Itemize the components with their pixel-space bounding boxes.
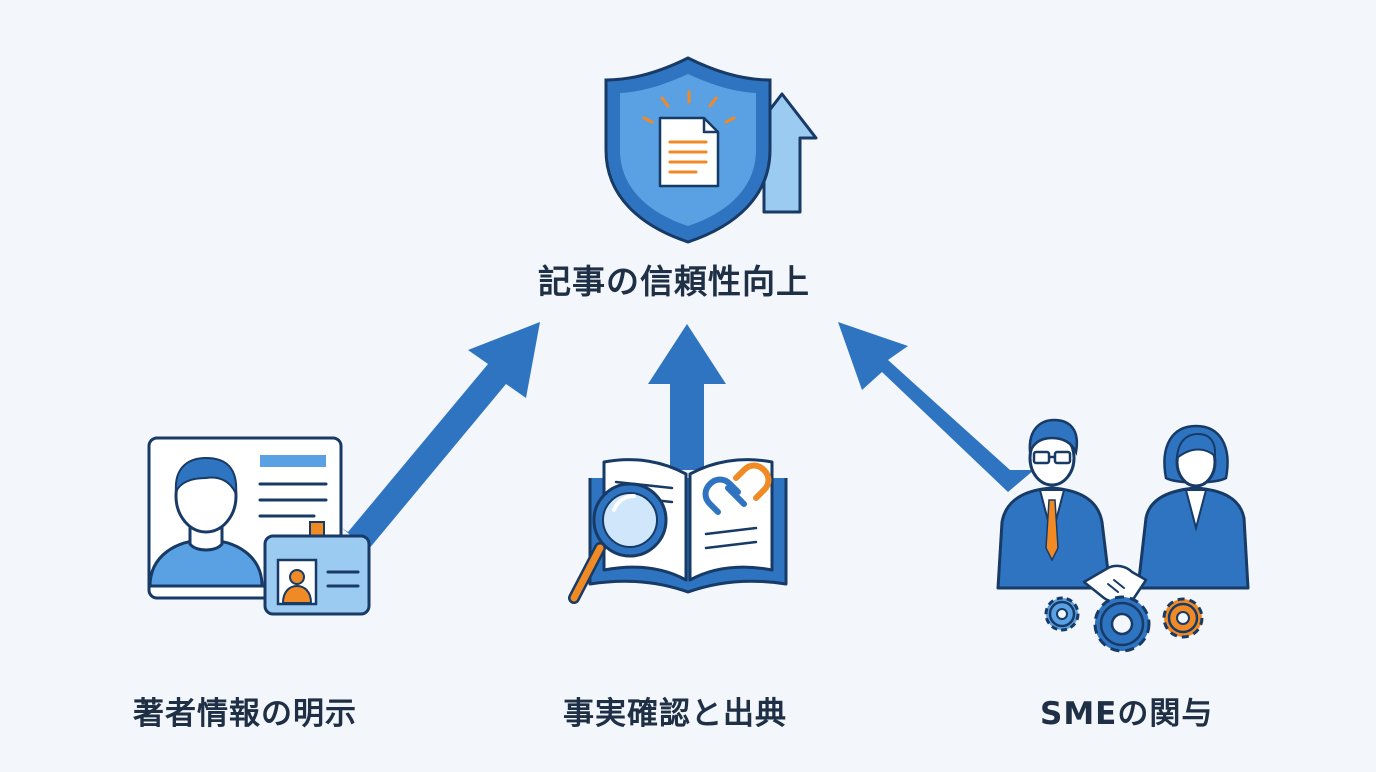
book-magnifier-link-icon [568,458,788,604]
pillar-label-fact-check: 事実確認と出典 [563,696,787,732]
pillar-label-sme: SMEの関与 [1040,696,1214,732]
goal-title: 記事の信頼性向上 [538,262,810,301]
gear-icon [1044,596,1080,632]
gear-icon [1162,597,1204,639]
handshake-experts-gears-icon [996,418,1250,653]
shield-document-arrow-up-icon [604,56,818,244]
arrow-center-to-goal [648,324,726,470]
pillar-label-author-info: 著者情報の明示 [133,696,357,732]
arrow-left-to-goal [342,322,540,550]
gear-icon [1093,595,1151,653]
author-profile-id-card-icon [147,436,371,616]
arrow-right-to-goal [838,322,1034,492]
